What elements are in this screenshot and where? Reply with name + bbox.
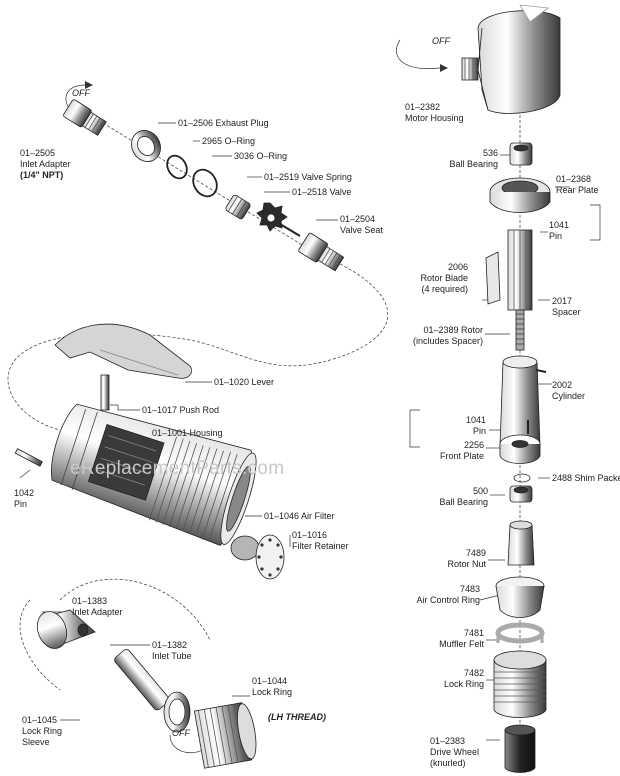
part-name: Spacer bbox=[552, 307, 581, 317]
part-number: 536 bbox=[482, 148, 498, 158]
label-ball-bearing-536: 536 Ball Bearing bbox=[438, 148, 498, 170]
label-filter-retainer: 01–1016 Filter Retainer bbox=[292, 530, 349, 552]
part-number: 01–1383 bbox=[72, 596, 108, 606]
label-oring-3036: 3036 O–Ring bbox=[234, 151, 288, 161]
watermark: eReplacementParts.com bbox=[70, 458, 285, 479]
part-name: Rotor Nut bbox=[447, 559, 486, 569]
part-name: Inlet Adapter bbox=[20, 159, 71, 169]
part-name: Pin bbox=[472, 426, 486, 436]
part-number: 01–2382 bbox=[405, 102, 441, 112]
label-air-control-ring: 7483 Air Control Ring bbox=[396, 584, 480, 606]
label-lock-ring-1044: 01–1044 Lock Ring bbox=[252, 676, 292, 698]
part-name: Cylinder bbox=[552, 391, 586, 401]
label-pin-1041-bottom: 1041 Pin bbox=[440, 415, 486, 437]
part-number: 2002 bbox=[552, 380, 573, 390]
part-name: Ball Bearing bbox=[439, 497, 488, 507]
label-pin-1042: 1042 Pin bbox=[14, 488, 34, 510]
label-housing: 01–1001 Housing bbox=[152, 428, 223, 438]
part-name: Drive Wheel bbox=[430, 747, 480, 757]
part-number: 01–2505 bbox=[20, 148, 56, 158]
part-name: Rear Plate bbox=[556, 185, 599, 195]
part-note: (includes Spacer) bbox=[412, 336, 483, 346]
part-name: Ball Bearing bbox=[449, 159, 498, 169]
label-valve: 01–2518 Valve bbox=[292, 187, 352, 197]
label-valve-seat: 01–2504 Valve Seat bbox=[340, 214, 383, 236]
part-number: 7483 bbox=[459, 584, 480, 594]
label-lh-thread: (LH THREAD) bbox=[268, 712, 326, 722]
part-name: Rotor Blade bbox=[420, 273, 468, 283]
part-number: 1041 bbox=[465, 415, 486, 425]
part-number: 1042 bbox=[14, 488, 35, 498]
label-inlet-adapter-2505: 01–2505 Inlet Adapter (1/4" NPT) bbox=[20, 148, 71, 181]
part-note: (4 required) bbox=[421, 284, 468, 294]
part-number: 7489 bbox=[465, 548, 486, 558]
part-number: 2017 bbox=[552, 296, 573, 306]
part-number: 7481 bbox=[463, 628, 484, 638]
part-name-line2: Lock Ring bbox=[22, 726, 63, 736]
label-rotor-nut: 7489 Rotor Nut bbox=[426, 548, 486, 570]
part-name: Valve Seat bbox=[340, 225, 383, 235]
off-arrow-label-top: OFF bbox=[72, 88, 90, 98]
label-lever: 01–1020 Lever bbox=[214, 377, 275, 387]
label-rotor: 01–2389 Rotor (includes Spacer) bbox=[398, 325, 483, 347]
label-push-rod: 01–1017 Push Rod bbox=[142, 405, 220, 415]
label-inlet-tube: 01–1382 Inlet Tube bbox=[152, 640, 192, 662]
part-number: 500 bbox=[472, 486, 488, 496]
part-name: Front Plate bbox=[439, 451, 484, 461]
part-name: Inlet Adapter bbox=[72, 607, 123, 617]
label-air-filter: 01–1046 Air Filter bbox=[264, 511, 335, 521]
label-oring-2965: 2965 O–Ring bbox=[202, 136, 256, 146]
label-drive-wheel: 01–2383 Drive Wheel (knurled) bbox=[430, 736, 479, 769]
part-name-line3: Sleeve bbox=[22, 737, 50, 747]
part-name: Muffler Felt bbox=[439, 639, 484, 649]
label-inlet-adapter-1383: 01–1383 Inlet Adapter bbox=[72, 596, 123, 618]
label-cylinder: 2002 Cylinder bbox=[552, 380, 585, 402]
part-number: 7482 bbox=[463, 668, 484, 678]
label-lock-ring-sleeve: 01–1045 Lock Ring Sleeve bbox=[22, 715, 62, 748]
part-name: Pin bbox=[14, 499, 28, 509]
part-size: (1/4" NPT) bbox=[20, 170, 64, 180]
label-shim-packet: 2488 Shim Packet bbox=[552, 473, 620, 483]
part-number: 01–2504 bbox=[340, 214, 376, 224]
label-exhaust-plug: 01–2506 Exhaust Plug bbox=[178, 118, 269, 128]
part-number: 01–2389 Rotor bbox=[423, 325, 483, 335]
part-number: 01–1045 bbox=[22, 715, 58, 725]
part-name: Inlet Tube bbox=[152, 651, 192, 661]
part-number: 1041 bbox=[549, 220, 570, 230]
off-arrow-label-motor: OFF bbox=[432, 36, 450, 46]
part-name: Lock Ring bbox=[443, 679, 484, 689]
label-front-plate: 2256 Front Plate bbox=[420, 440, 484, 462]
label-motor-housing: 01–2382 Motor Housing bbox=[405, 102, 464, 124]
part-name: Air Control Ring bbox=[416, 595, 480, 605]
label-rear-plate: 01–2368 Rear Plate bbox=[556, 174, 599, 196]
label-rotor-blade: 2006 Rotor Blade (4 required) bbox=[404, 262, 468, 295]
label-valve-spring: 01–2519 Valve Spring bbox=[264, 172, 352, 182]
part-number: 01–1382 bbox=[152, 640, 188, 650]
part-name: Lock Ring bbox=[252, 687, 293, 697]
label-ball-bearing-500: 500 Ball Bearing bbox=[420, 486, 488, 508]
label-lock-ring-7482: 7482 Lock Ring bbox=[420, 668, 484, 690]
part-number: 01–2368 bbox=[556, 174, 592, 184]
label-spacer: 2017 Spacer bbox=[552, 296, 581, 318]
part-name: Pin bbox=[549, 231, 563, 241]
part-number: 2256 bbox=[463, 440, 484, 450]
part-number: 01–2383 bbox=[430, 736, 466, 746]
label-pin-1041-top: 1041 Pin bbox=[549, 220, 569, 242]
off-arrow-label-bottom: OFF bbox=[172, 728, 190, 738]
part-name: Motor Housing bbox=[405, 113, 464, 123]
label-muffler-felt: 7481 Muffler Felt bbox=[420, 628, 484, 650]
part-name: Filter Retainer bbox=[292, 541, 349, 551]
part-number: 01–1016 bbox=[292, 530, 328, 540]
part-number: 2006 bbox=[447, 262, 468, 272]
part-note: (knurled) bbox=[430, 758, 466, 768]
part-number: 01–1044 bbox=[252, 676, 288, 686]
